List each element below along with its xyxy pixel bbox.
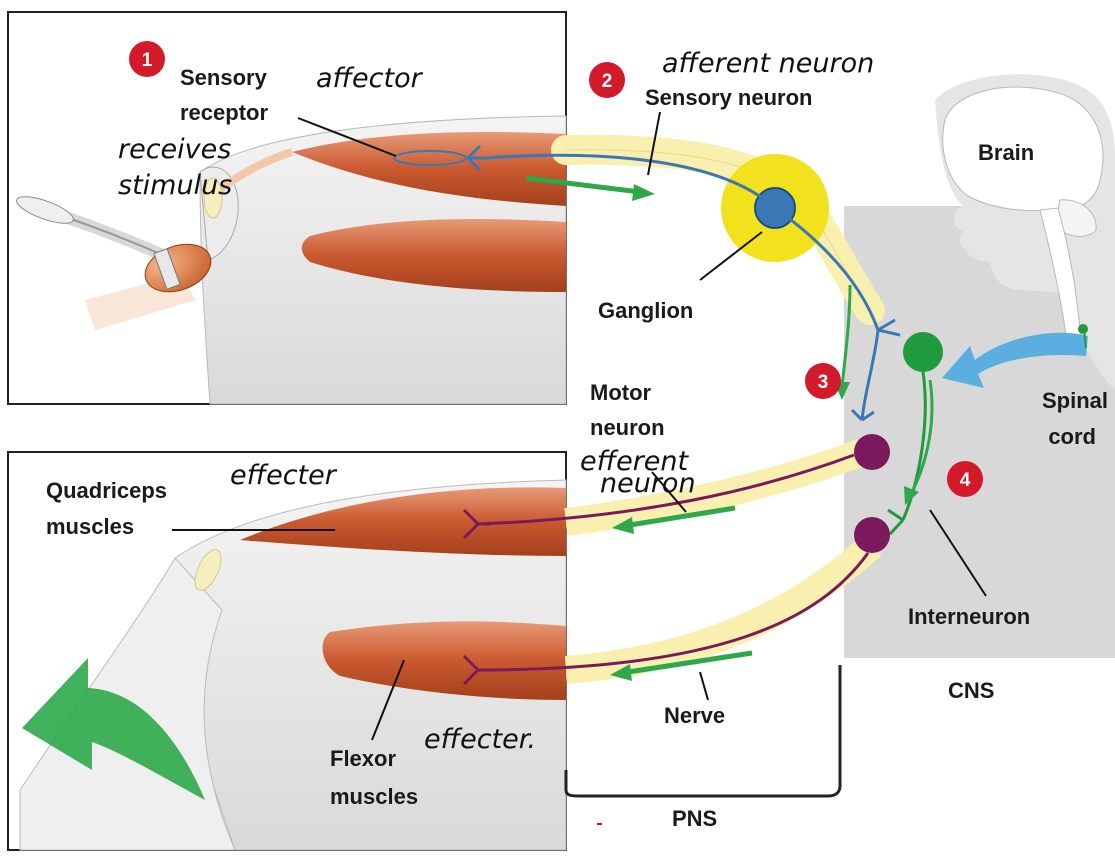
label-sensory-receptor-line1: Sensory: [180, 65, 268, 90]
leader-nerve: [700, 672, 708, 700]
note-efferent-line2: neuron: [600, 468, 696, 499]
motor-nerve-band-flexor: [566, 545, 872, 670]
interneuron-cell-body: [903, 332, 943, 372]
label-quadriceps-line1: Quadriceps: [46, 478, 167, 503]
label-motor-neuron-line1: Motor: [590, 380, 652, 405]
label-flexor-line1: Flexor: [330, 746, 396, 771]
label-ganglion: Ganglion: [598, 298, 693, 323]
label-nerve: Nerve: [664, 703, 725, 728]
step-badge-3: 3: [805, 363, 841, 399]
label-flexor-line2: muscles: [330, 784, 418, 809]
label-spinal-cord-line1: Spinal: [1042, 388, 1108, 413]
label-sensory-receptor-line2: receptor: [180, 100, 268, 125]
note-receives-line2: stimulus: [118, 170, 232, 201]
label-sensory-neuron: Sensory neuron: [645, 85, 812, 110]
note-affector: affector: [316, 63, 424, 94]
note-afferent-neuron: afferent neuron: [662, 48, 874, 79]
label-brain: Brain: [978, 140, 1034, 165]
label-quadriceps-line2: muscles: [46, 514, 134, 539]
note-receives-line1: receives: [118, 134, 231, 165]
svg-text:1: 1: [142, 50, 153, 71]
svg-text:4: 4: [960, 470, 971, 491]
label-spinal-cord-line2: cord: [1048, 424, 1096, 449]
step-badge-1: 1: [129, 41, 165, 77]
motor-neuron-cell-body-1: [854, 434, 890, 470]
sensory-nerve-band: [566, 150, 870, 310]
note-effecter-quad: effecter: [230, 460, 338, 491]
label-interneuron: Interneuron: [908, 604, 1030, 629]
step-badge-4: 4: [947, 461, 983, 497]
svg-text:3: 3: [818, 372, 829, 393]
label-motor-neuron-line2: neuron: [590, 415, 665, 440]
signal-arrowhead-sensory: [632, 184, 655, 201]
svg-text:2: 2: [602, 71, 613, 92]
label-cns: CNS: [948, 678, 994, 703]
label-pns: PNS: [672, 806, 717, 831]
motor-neuron-cell-body-2: [854, 517, 890, 553]
note-effecter-flexor: effecter.: [424, 724, 536, 755]
spinal-neuron-mini: [1078, 324, 1088, 334]
step-badge-2: 2: [589, 62, 625, 98]
